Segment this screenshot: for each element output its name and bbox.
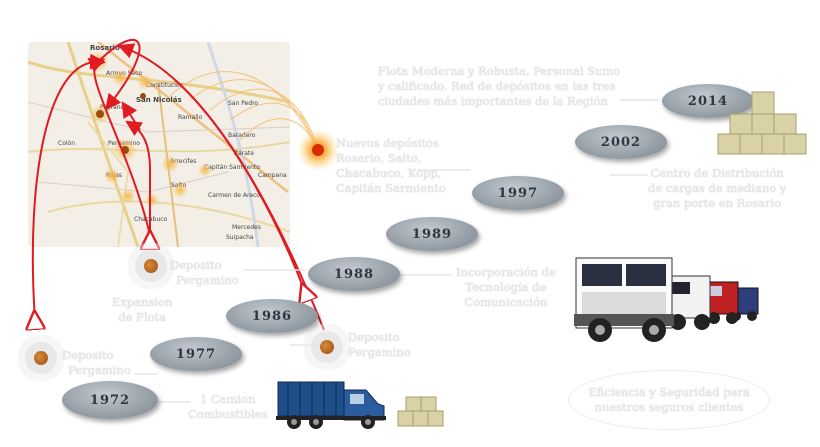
map-label-suipacha: Suipacha (226, 234, 254, 241)
label-distribution-center: Centro de Distribución de cargas de medi… (648, 166, 786, 211)
label-first-trucks-line-2: Combustibles (188, 407, 268, 421)
year-pill-1972: 1972 (62, 381, 158, 419)
map-label-san-nicolas: San Nicolás (136, 96, 182, 104)
map-label-campana: Campana (258, 172, 287, 179)
boxes-small-icon (397, 396, 444, 427)
truck-old-icon (276, 381, 386, 429)
label-expansion-fleet: Expansion de Flota (112, 295, 172, 325)
label-fleet-2014-line-3: ciudades más importantes de la Región (378, 94, 608, 108)
depot-marker-1 (34, 351, 48, 365)
year-pill-2002: 2002 (575, 125, 667, 159)
map-label-arrecifes: Arrecifes (170, 158, 197, 165)
label-communication-tech-line-1: Incorporación de (456, 265, 556, 279)
year-pill-1986: 1986 (226, 299, 318, 333)
depot-marker-2 (144, 259, 158, 273)
label-expansion-fleet-line-1: Expansion (112, 295, 173, 309)
label-new-depots-line-3: Chacabuco, Kopp, (336, 166, 442, 180)
map-label-rosario: Rosario (90, 44, 120, 52)
label-distribution-center-line-3: gran porte en Rosario (653, 196, 782, 210)
label-fleet-2014-line-1: Flota Moderna y Robusta, Personal Sumo (378, 64, 621, 78)
truck-front (574, 257, 674, 342)
label-distribution-center-line-1: Centro de Distribución (650, 166, 784, 180)
label-fleet-2014: Flota Moderna y Robusta, Personal Sumo y… (378, 64, 620, 109)
label-communication-tech-line-2: Tecnología de (465, 280, 547, 294)
map-label-constitucion: Constitución (146, 82, 184, 89)
label-depot-2-line-1: Deposito (170, 258, 222, 272)
goal-ellipse: Eficiencia y Seguridad para nuestros seg… (568, 370, 770, 430)
label-new-depots-line-1: Nuevos depósitos (336, 136, 439, 150)
label-fleet-2014-line-2: y calificado. Red de depósitos en las tr… (378, 79, 616, 93)
label-goal-line-2: nuestros seguros clientes (594, 400, 744, 414)
new-depots-marker (296, 128, 340, 172)
label-first-trucks: 1 Camion Combustibles (188, 392, 267, 422)
year-pill-1989: 1989 (386, 217, 478, 251)
label-depot-1: Deposito Pergamino (62, 348, 131, 378)
label-expansion-fleet-line-2: de Flota (118, 310, 167, 324)
label-new-depots-line-2: Rosario, Salto, (336, 151, 422, 165)
boxes-large-icon (717, 91, 807, 155)
map-label-mercedes: Mercedes (232, 224, 261, 231)
label-new-depots: Nuevos depósitos Rosario, Salto, Chacabu… (336, 136, 446, 196)
label-depot-3-line-2: Pergamino (348, 345, 411, 359)
label-depot-1-line-2: Pergamino (68, 363, 131, 377)
label-depot-2-line-2: Pergamino (176, 273, 239, 287)
year-pill-1997: 1997 (472, 176, 564, 210)
map-label-baradero: Baradero (228, 132, 256, 139)
label-depot-2: Deposito Pergamino (170, 258, 239, 288)
label-depot-1-line-1: Deposito (62, 348, 114, 362)
map-label-san-pedro: San Pedro (228, 100, 259, 107)
year-pill-1977: 1977 (150, 337, 242, 371)
route-arrows (33, 39, 325, 330)
label-first-trucks-line-1: 1 Camion (199, 392, 256, 406)
year-pill-1988: 1988 (308, 257, 400, 291)
label-communication-tech-line-3: Comunicación (464, 295, 548, 309)
map-label-capitan-sarmiento: Capitán Sarmiento (204, 164, 260, 171)
label-goal-line-1: Eficiencia y Seguridad para (588, 385, 750, 399)
depot-marker-3 (320, 340, 334, 354)
map-label-ramallo: Ramallo (178, 114, 203, 121)
connector-lines (134, 99, 660, 403)
label-new-depots-line-4: Capitán Sarmiento (336, 181, 446, 195)
map-label-carmen-de-areco: Carmen de Areco (208, 192, 260, 199)
map-label-zarate: Zárate (234, 150, 254, 157)
label-communication-tech: Incorporación de Tecnología de Comunicac… (456, 265, 556, 310)
label-goal: Eficiencia y Seguridad para nuestros seg… (588, 385, 750, 415)
network-lines (169, 71, 319, 151)
label-distribution-center-line-2: de cargas de mediano y (648, 181, 787, 195)
year-pill-2014: 2014 (662, 84, 754, 118)
label-depot-3-line-1: Deposito (348, 330, 400, 344)
label-depot-3: Deposito Pergamino (348, 330, 411, 360)
trucks-fleet-icon (574, 257, 759, 342)
truck-back-1 (665, 275, 711, 330)
